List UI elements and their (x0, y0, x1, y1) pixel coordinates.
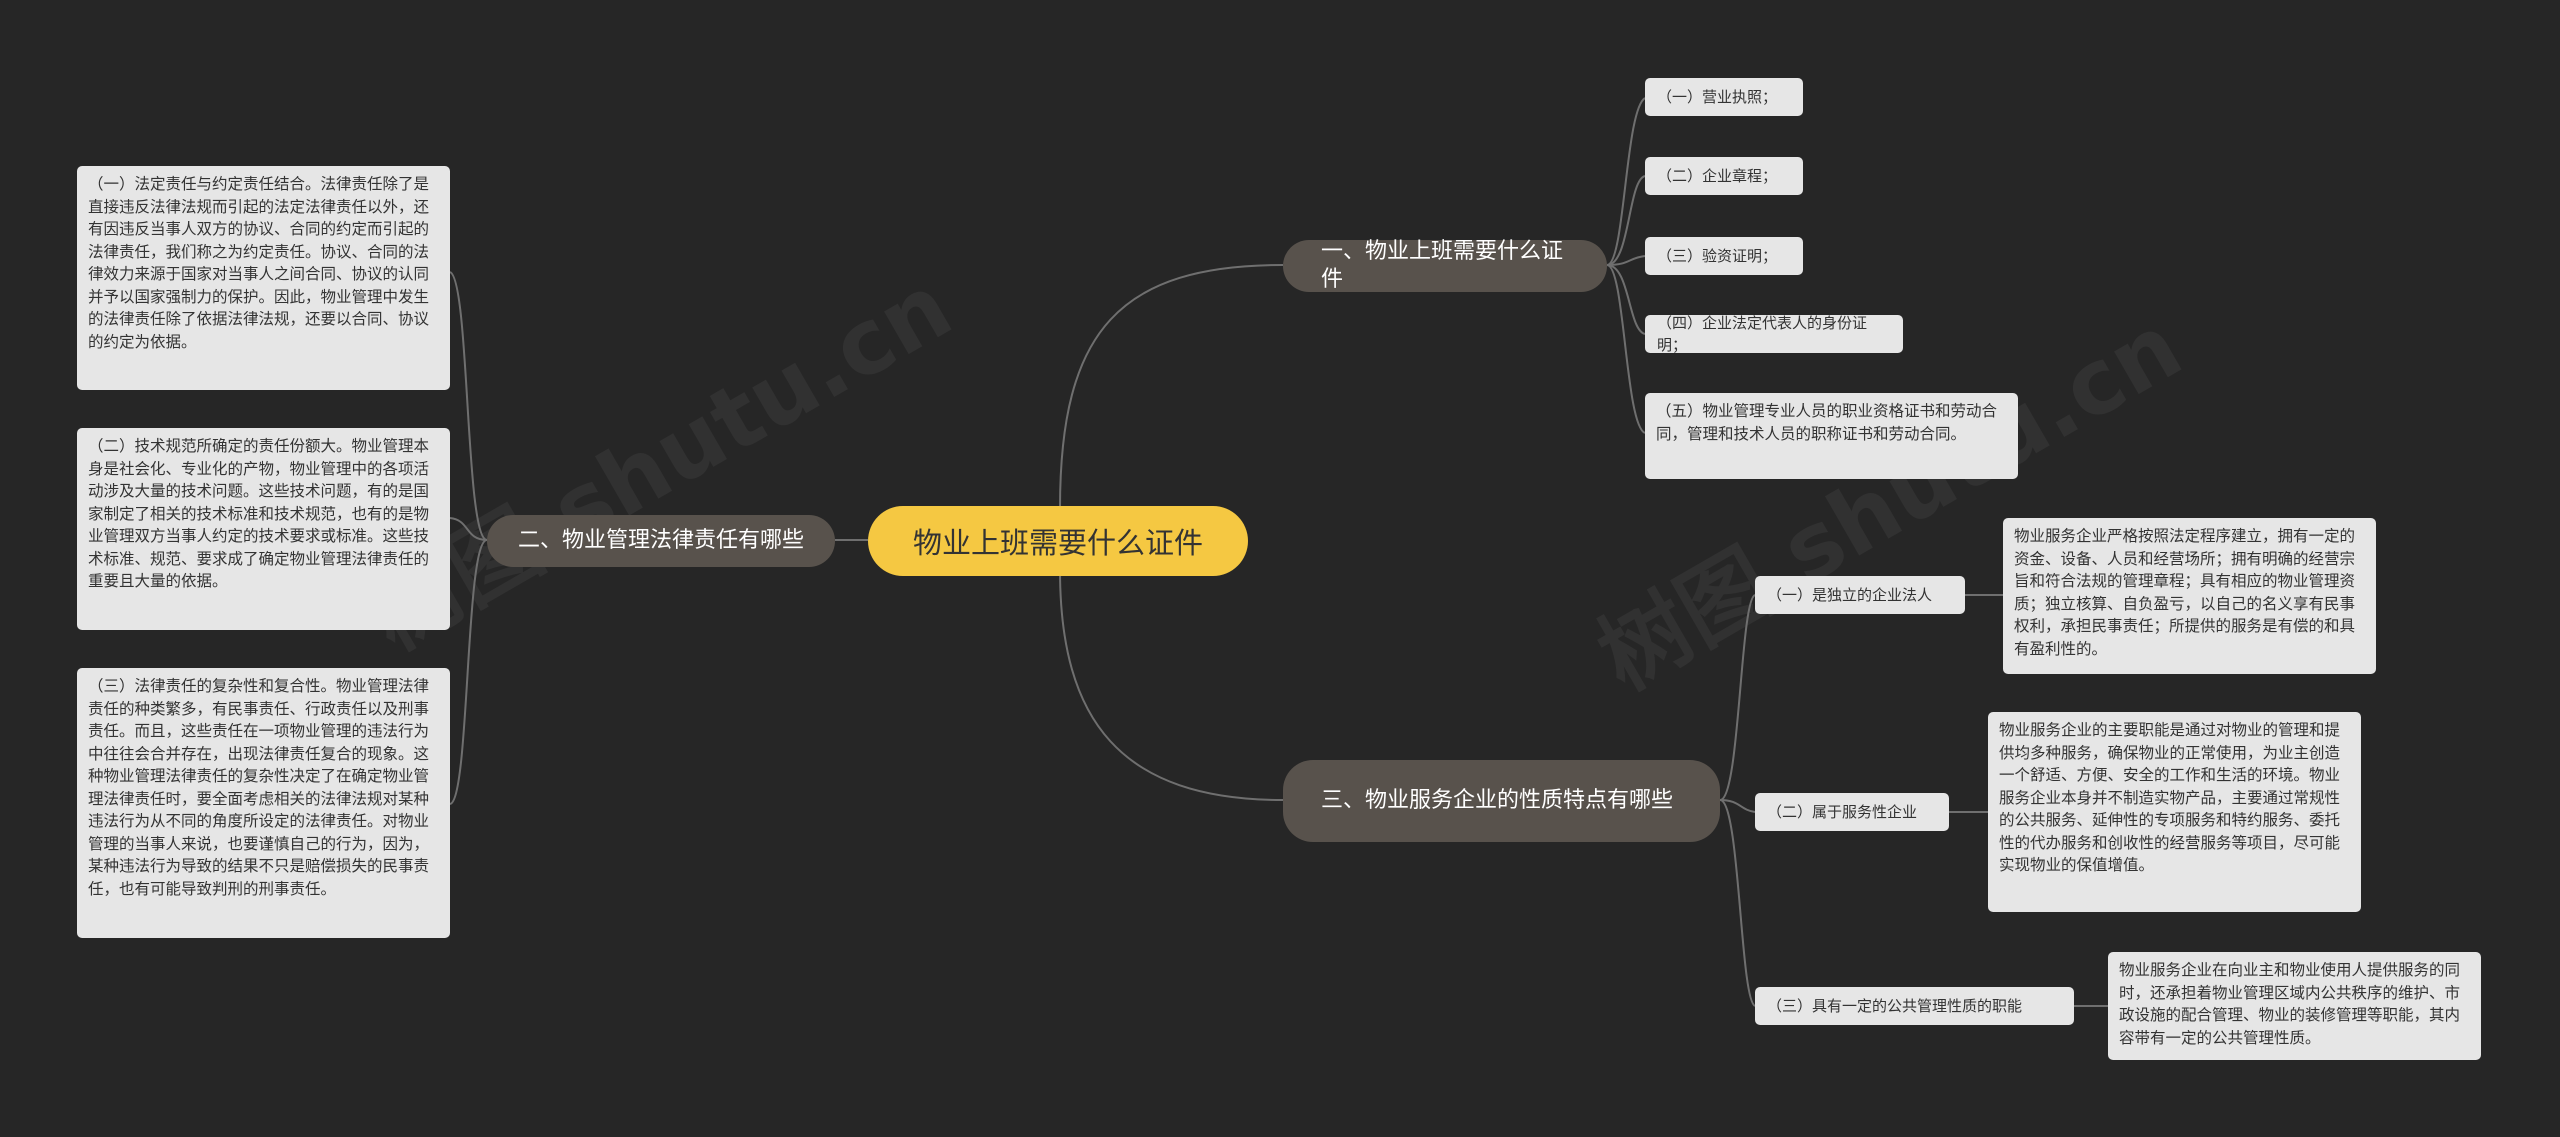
b2-item-technical-norms[interactable]: （二）技术规范所确定的责任份额大。物业管理本身是社会化、专业化的产物，物业管理中… (77, 428, 450, 630)
b1-item-capital-verification[interactable]: （三）验资证明； (1645, 237, 1803, 275)
connector-branch3-items (1719, 594, 1756, 801)
branch-certificates-needed[interactable]: 一、物业上班需要什么证件 (1283, 239, 1607, 292)
b3-item-public-management[interactable]: （三）具有一定的公共管理性质的职能 (1755, 987, 2074, 1025)
b1-item-professional-certificates[interactable]: （五）物业管理专业人员的职业资格证书和劳动合同，管理和技术人员的职称证书和劳动合… (1645, 393, 2018, 479)
b3-detail-public-management[interactable]: 物业服务企业在向业主和物业使用人提供服务的同时，还承担着物业管理区域内公共秩序的… (2108, 952, 2481, 1060)
b3-detail-service-enterprise[interactable]: 物业服务企业的主要职能是通过对物业的管理和提供均多种服务，确保物业的正常使用，为… (1988, 712, 2361, 912)
connector-branch1-items (1606, 97, 1646, 266)
branch-legal-liability[interactable]: 二、物业管理法律责任有哪些 (487, 515, 835, 567)
connector-root-branch1 (1059, 264, 1284, 509)
b3-item-independent-legal-person[interactable]: （一）是独立的企业法人 (1755, 576, 1965, 614)
b3-item-service-enterprise[interactable]: （二）属于服务性企业 (1755, 793, 1949, 831)
connector-branch2-items (449, 271, 488, 541)
b2-item-statutory-contractual[interactable]: （一）法定责任与约定责任结合。法律责任除了是直接违反法律法规而引起的法定法律责任… (77, 166, 450, 390)
b3-detail-independent-legal-person[interactable]: 物业服务企业严格按照法定程序建立，拥有一定的资金、设备、人员和经营场所；拥有明确… (2003, 518, 2376, 674)
connector-root-branch3 (1059, 569, 1284, 801)
b1-item-business-license[interactable]: （一）营业执照； (1645, 78, 1803, 116)
b1-item-legal-rep-id[interactable]: （四）企业法定代表人的身份证明； (1645, 314, 1903, 354)
branch-enterprise-characteristics[interactable]: 三、物业服务企业的性质特点有哪些 (1283, 760, 1720, 842)
b1-item-company-charter[interactable]: （二）企业章程； (1645, 157, 1803, 195)
b2-item-complexity[interactable]: （三）法律责任的复杂性和复合性。物业管理法律责任的种类繁多，有民事责任、行政责任… (77, 668, 450, 938)
root-topic[interactable]: 物业上班需要什么证件 (868, 506, 1248, 576)
